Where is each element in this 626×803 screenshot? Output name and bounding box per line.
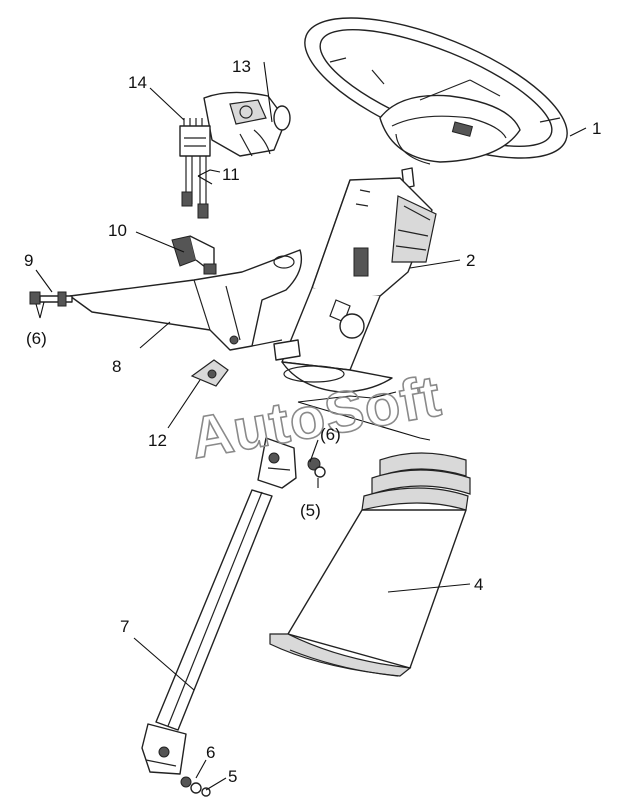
part-labels: 1 2 4 (5) 5 (6) (6) 6 7 8 9 10 11 12 13 …	[24, 57, 601, 786]
label-part-7: 7	[120, 617, 129, 636]
label-part-13: 13	[232, 57, 251, 76]
label-part-12: 12	[148, 431, 167, 450]
steering-wheel	[304, 17, 568, 165]
label-part-4: 4	[474, 575, 483, 594]
electrical-connector	[179, 118, 211, 157]
label-part-6-paren-left: (6)	[26, 329, 47, 348]
label-part-8: 8	[112, 357, 121, 376]
label-part-6-paren-upper: (6)	[320, 425, 341, 444]
rubber-boot-seal	[269, 452, 471, 677]
upper-joint-bolt	[307, 457, 326, 478]
label-part-2: 2	[466, 251, 475, 270]
small-bracket	[190, 359, 229, 387]
combination-switch	[203, 91, 291, 157]
label-part-6: 6	[206, 743, 215, 762]
bolt-left	[29, 291, 73, 307]
label-part-10: 10	[108, 221, 127, 240]
label-part-5: 5	[228, 767, 237, 786]
intermediate-shaft	[141, 437, 297, 775]
label-part-14: 14	[128, 73, 147, 92]
label-part-9: 9	[24, 251, 33, 270]
label-part-1: 1	[592, 119, 601, 138]
wire-harness-rods	[181, 156, 209, 219]
steering-column-housing	[273, 167, 437, 393]
leader-lines	[35, 61, 587, 791]
lower-joint-bolt	[180, 776, 211, 797]
bracket-clip	[171, 235, 217, 275]
label-part-5-paren: (5)	[300, 501, 321, 520]
label-part-11: 11	[222, 165, 240, 184]
mounting-bracket	[69, 249, 303, 351]
